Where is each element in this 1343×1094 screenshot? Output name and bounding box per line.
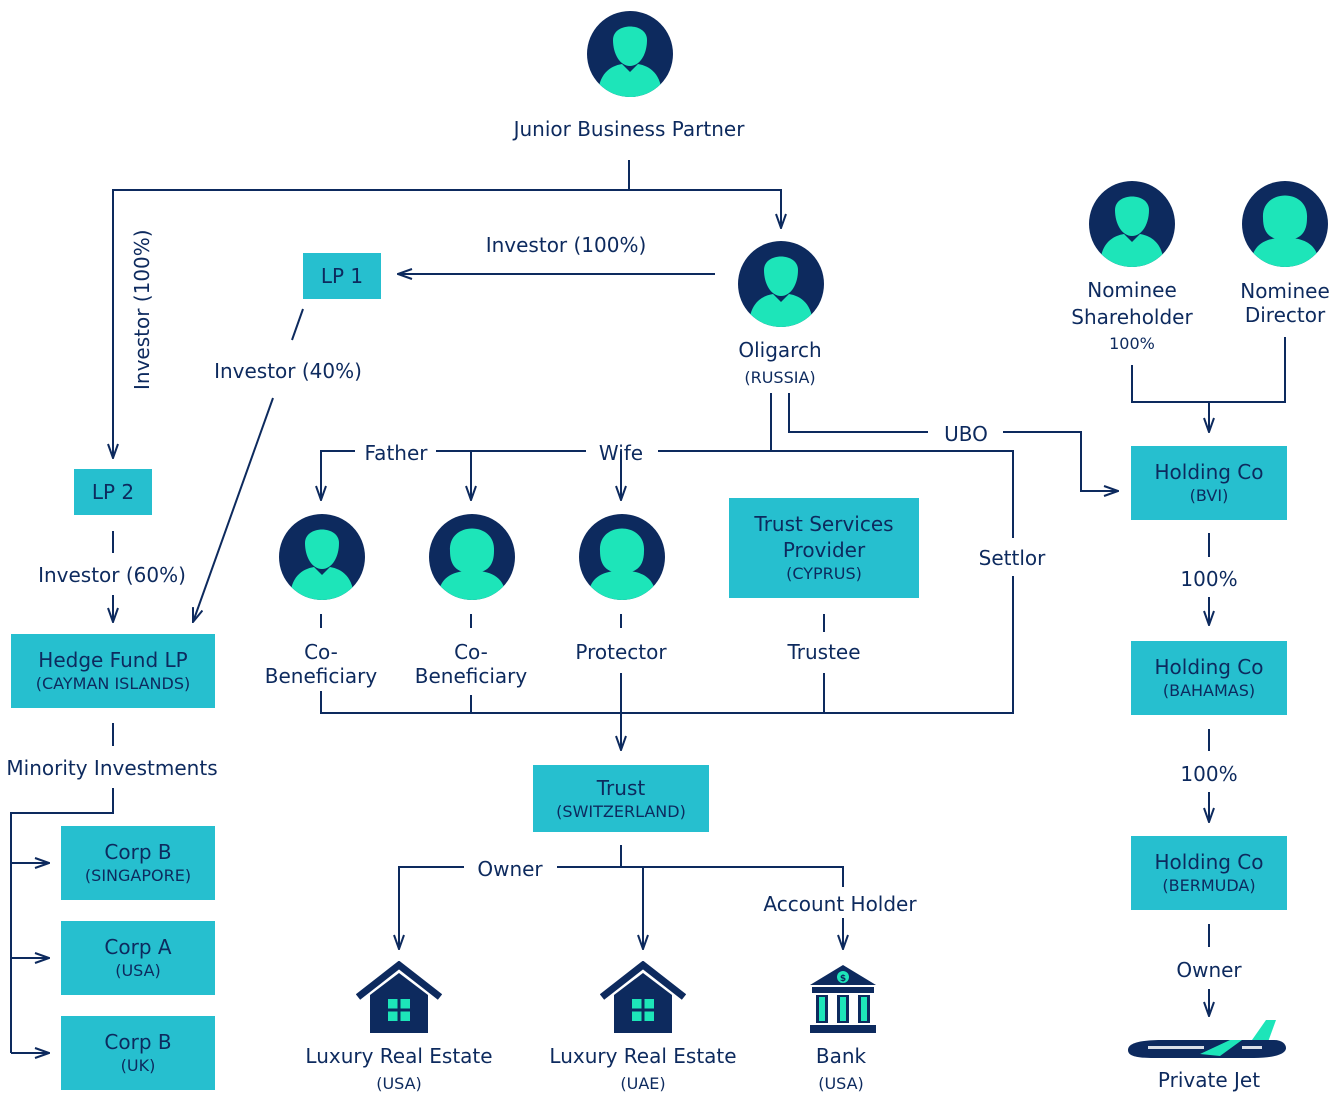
trust-services-sub: (CYPRUS): [786, 564, 862, 583]
airplane-icon: [1128, 1020, 1286, 1058]
corp-b-uk-sub: (UK): [120, 1056, 156, 1075]
edge-owner-jet: Owner: [1176, 958, 1242, 982]
edge-investor-60: Investor (60%): [38, 563, 186, 587]
holding-bvi-sub: (BVI): [1189, 486, 1229, 505]
person-female-icon: [1242, 181, 1328, 267]
edge-investor-100-top: Investor (100%): [485, 233, 647, 257]
real-estate-uae-label: Luxury Real Estate: [549, 1044, 737, 1068]
corp-b-singapore-box: Corp B (SINGAPORE): [61, 826, 215, 900]
real-estate-usa-label: Luxury Real Estate: [305, 1044, 493, 1068]
house-icon: [600, 961, 686, 1033]
corp-a-usa-box: Corp A (USA): [61, 921, 215, 995]
corp-a-usa-sub: (USA): [115, 961, 161, 980]
person-female-icon: [579, 514, 665, 600]
oligarch-country: (RUSSIA): [744, 368, 816, 387]
hedge-fund-box: Hedge Fund LP (CAYMAN ISLANDS): [11, 634, 215, 708]
lp1-title: LP 1: [320, 264, 364, 288]
bank-label: Bank: [815, 1044, 867, 1068]
hedge-fund-sub: (CAYMAN ISLANDS): [35, 674, 191, 693]
trust-services-box: Trust Services Provider (CYPRUS): [729, 498, 919, 598]
holding-bermuda-box: Holding Co (BERMUDA): [1131, 836, 1287, 910]
edge-minority-investments: Minority Investments: [6, 756, 218, 780]
real-estate-uae-country: (UAE): [620, 1074, 666, 1093]
person-female-icon: [429, 514, 515, 600]
holding-bahamas-title: Holding Co: [1154, 655, 1264, 679]
house-icon: [356, 961, 442, 1033]
holding-bahamas-box: Holding Co (BAHAMAS): [1131, 641, 1287, 715]
person-male-icon: [1089, 181, 1175, 267]
corp-a-usa-title: Corp A: [104, 935, 172, 959]
nominee-shareholder-label: Nominee Shareholder: [1071, 278, 1193, 329]
nominee-shareholder-pct: 100%: [1109, 334, 1155, 353]
real-estate-usa-country: (USA): [376, 1074, 422, 1093]
oligarch-label: Oligarch: [738, 338, 822, 362]
svg-text:$: $: [840, 974, 846, 984]
bank-icon: $: [810, 965, 876, 1033]
junior-partner-label: Junior Business Partner: [513, 117, 745, 141]
lp2-box: LP 2: [74, 469, 152, 515]
holding-bermuda-title: Holding Co: [1154, 850, 1264, 874]
trust-box: Trust (SWITZERLAND): [533, 765, 709, 832]
person-male-icon: [279, 514, 365, 600]
holding-bahamas-sub: (BAHAMAS): [1162, 681, 1256, 700]
edge-wife: Wife: [598, 441, 644, 465]
edge-owner-trust: Owner: [477, 857, 543, 881]
edge-100-pct-1: 100%: [1180, 567, 1238, 591]
trust-title: Trust: [596, 775, 646, 800]
edge-ubo: UBO: [944, 422, 988, 446]
holding-bvi-box: Holding Co (BVI): [1131, 446, 1287, 520]
protector-label: Protector: [575, 640, 667, 664]
edge-100-pct-2: 100%: [1180, 762, 1238, 786]
lp2-title: LP 2: [91, 480, 135, 504]
corp-b-singapore-title: Corp B: [104, 840, 172, 864]
corp-b-singapore-sub: (SINGAPORE): [84, 866, 192, 885]
edge-account-holder: Account Holder: [763, 892, 917, 916]
hedge-fund-title: Hedge Fund LP: [38, 648, 188, 672]
person-male-icon: [587, 11, 673, 97]
edge-investor-100-left: Investor (100%): [130, 229, 154, 390]
edge-investor-40: Investor (40%): [214, 359, 362, 383]
lp1-box: LP 1: [303, 253, 381, 299]
bank-country: (USA): [818, 1074, 864, 1093]
edge-trustee: Trustee: [787, 640, 861, 664]
holding-bvi-title: Holding Co: [1154, 460, 1264, 484]
co-beneficiary-label-2: Co-Beneficiary: [414, 640, 528, 688]
person-male-icon: [738, 241, 824, 327]
edge-settlor: Settlor: [978, 546, 1046, 570]
corp-b-uk-title: Corp B: [104, 1030, 172, 1054]
holding-bermuda-sub: (BERMUDA): [1162, 876, 1256, 895]
private-jet-label: Private Jet: [1157, 1068, 1261, 1092]
trust-services-title: Trust Services Provider: [754, 512, 894, 562]
co-beneficiary-label-1: Co-Beneficiary: [264, 640, 378, 688]
corp-b-uk-box: Corp B (UK): [61, 1016, 215, 1090]
nominee-director-label: Nominee Director: [1240, 279, 1330, 327]
trust-sub: (SWITZERLAND): [556, 801, 686, 821]
edge-father: Father: [364, 441, 428, 465]
